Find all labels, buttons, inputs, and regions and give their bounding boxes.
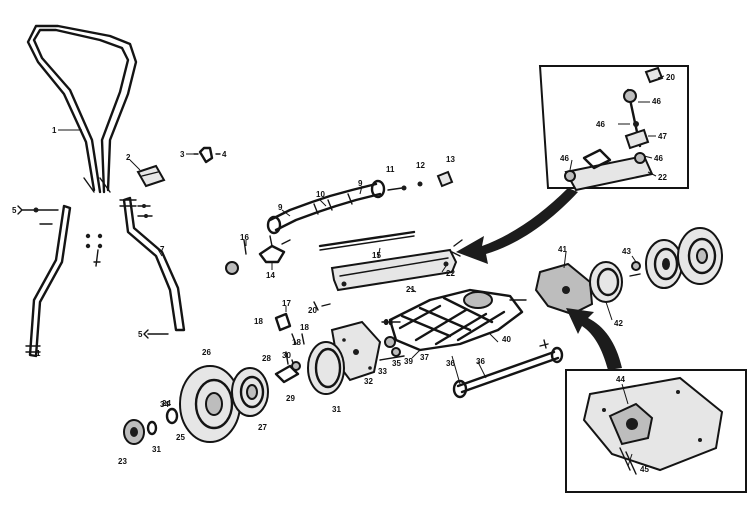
callout-label: 13: [446, 155, 455, 164]
callout-label: 46: [560, 154, 569, 163]
callout-label: 9: [358, 179, 363, 188]
callout-label: 17: [282, 299, 291, 308]
clamp-14: [225, 235, 291, 275]
lower-handle-left: [25, 204, 72, 358]
cover-41: [534, 262, 594, 316]
callout-labels: 1 1 2 3 4 5 7 9 5 9 10 11 12 13 14 15 16…: [12, 73, 675, 474]
cap-23: [123, 419, 145, 445]
callout-label: 34: [160, 400, 169, 409]
callout-label: 40: [502, 335, 511, 344]
long-rod: [318, 230, 416, 251]
callout-label: 45: [640, 465, 649, 474]
callout-label: 25: [176, 433, 185, 442]
callout-label: 15: [372, 251, 381, 260]
bracket-and-clip: [136, 146, 221, 188]
callout-label: 37: [420, 353, 429, 362]
gear-27: [231, 367, 269, 417]
callout-label: 29: [286, 394, 295, 403]
callout-label: 2: [126, 153, 131, 162]
arrow-to-bar: [456, 188, 578, 264]
inset-detail-top: [538, 65, 689, 192]
callout-label: 12: [416, 161, 425, 170]
callout-label: 21: [406, 285, 415, 294]
roller-assembly: [266, 179, 386, 235]
callout-label: 9: [278, 203, 283, 212]
callout-label: 11: [386, 165, 395, 174]
callout-label: 36: [476, 357, 485, 366]
callout-label: 27: [258, 423, 267, 432]
callout-label: 7: [160, 245, 165, 254]
wheel-right-inner: [645, 239, 683, 289]
arrow-to-cover: [566, 308, 622, 370]
callout-label: 38: [384, 318, 393, 327]
callout-label: 5: [12, 206, 17, 215]
wheel-right-outer: [677, 227, 723, 285]
callout-label: 24: [162, 399, 171, 408]
callout-label: 1: [52, 126, 57, 135]
callout-label: 16: [240, 233, 249, 242]
ring-42: [589, 261, 623, 303]
callout-label: 42: [614, 319, 623, 328]
pawl-and-spring: [274, 351, 301, 384]
gear-and-screw-43: [629, 261, 641, 277]
ring-31: [307, 341, 345, 395]
callout-label: 18: [254, 317, 263, 326]
tire-26: [179, 365, 241, 443]
lower-handle-right: [119, 196, 186, 332]
callout-label: 26: [202, 348, 211, 357]
callout-label: 18: [292, 338, 301, 347]
callout-label: 47: [658, 132, 667, 141]
callout-label: 20: [308, 306, 317, 315]
callout-label: 4: [222, 150, 227, 159]
callout-label: 46: [596, 120, 605, 129]
callout-label: 30: [282, 351, 291, 360]
callout-label: 20: [666, 73, 675, 82]
callout-label: 39: [404, 357, 413, 366]
callout-label: 32: [364, 377, 373, 386]
callout-label: 10: [316, 190, 325, 199]
callout-label: 5: [138, 330, 143, 339]
callout-label: 33: [378, 367, 387, 376]
callout-label: 46: [654, 154, 663, 163]
callout-label: 41: [558, 245, 567, 254]
shaft-36: [452, 339, 564, 399]
upper-handle: [26, 24, 138, 194]
callout-label: 1: [36, 349, 41, 358]
callout-label: 43: [622, 247, 631, 256]
callout-label: 22: [446, 269, 455, 278]
callout-label: 31: [332, 405, 341, 414]
callout-label: 23: [118, 457, 127, 466]
handle-hardware: [17, 204, 169, 339]
bar-22: [330, 239, 463, 292]
callout-label: 22: [658, 173, 667, 182]
callout-label: 18: [300, 323, 309, 332]
reel-37: [381, 288, 527, 352]
callout-label: 44: [616, 375, 625, 384]
callout-label: 46: [652, 97, 661, 106]
callout-label: 14: [266, 271, 275, 280]
leader-lines: [58, 75, 665, 467]
inset-detail-bottom: [565, 369, 747, 493]
callout-label: 35: [392, 359, 401, 368]
callout-label: 28: [262, 354, 271, 363]
callout-label: 3: [180, 150, 185, 159]
small-parts-left: [274, 301, 331, 345]
washer-24: [146, 407, 179, 436]
knob-and-screws: [387, 170, 454, 191]
callout-label: 31: [152, 445, 161, 454]
callout-label: 36: [446, 359, 455, 368]
small-parts-reel-left: [379, 319, 405, 361]
